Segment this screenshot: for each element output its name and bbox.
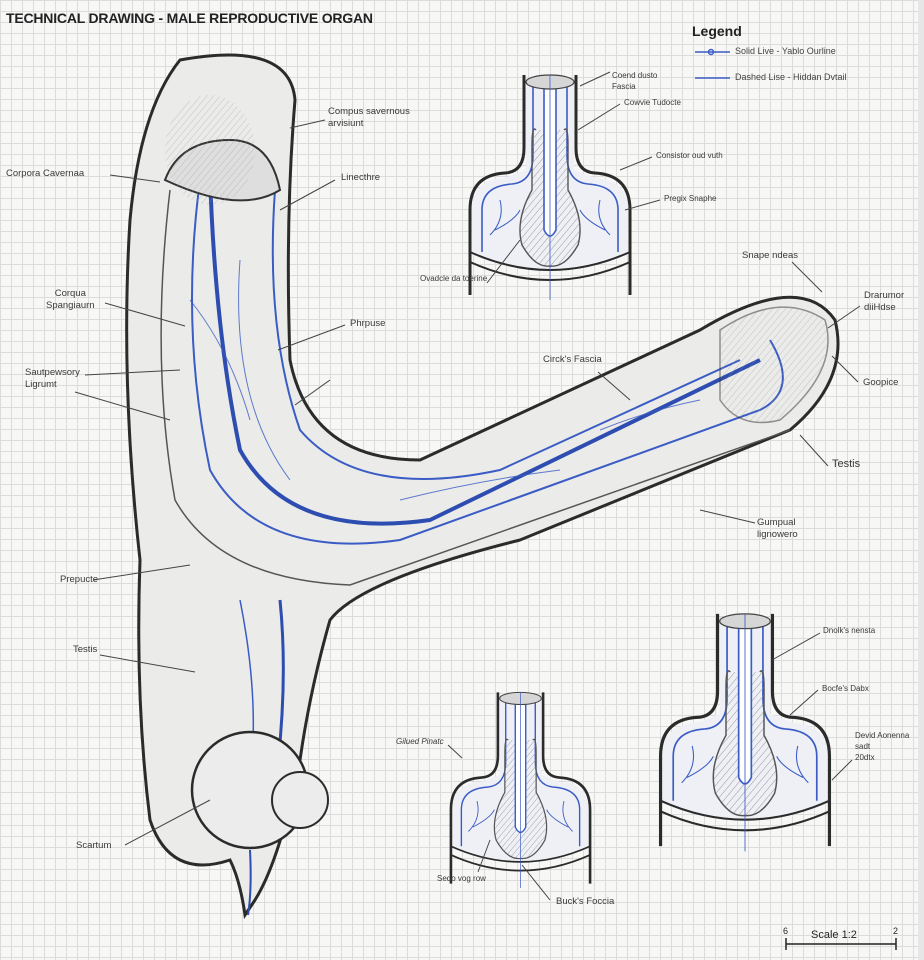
leader-lines <box>74 71 861 901</box>
label-right-section-dabx: Bocfe's Dabx <box>822 684 869 693</box>
label-prepuce-left: Prepucte <box>60 574 99 585</box>
scale-left-value: 6 <box>783 926 789 936</box>
label-top-section-consistor: Consistor oud vuth <box>656 151 723 160</box>
label-urethra: Linecthre <box>341 172 381 183</box>
label-prepuce-top: Phrpuse <box>350 318 386 329</box>
cross-section-bottom-right <box>658 612 832 854</box>
scale-right-value: 2 <box>893 926 899 936</box>
main-organ-illustration <box>125 53 840 920</box>
label-line: lignowero <box>757 529 798 540</box>
label-mid-section-bucks-fascia: Buck's Foccia <box>556 896 615 907</box>
cross-section-bottom-mid <box>449 690 592 888</box>
page-title: TECHNICAL DRAWING - MALE REPRODUCTIVE OR… <box>6 10 373 26</box>
label-line: Drarumor <box>864 290 905 301</box>
label-line: arvisiunt <box>328 118 364 129</box>
label-line: Fascia <box>612 82 636 91</box>
label-line: sadt <box>855 742 871 751</box>
label-scrotum: Scartum <box>76 840 112 851</box>
label-line: diiHdse <box>864 302 896 313</box>
label-right-section-devid: Devid Aonenna sadt 20dtx <box>855 730 909 763</box>
label-top-section-raphe: Pregix Snaphe <box>664 194 717 203</box>
label-mid-section-sedo: Sedo vog row <box>437 874 486 883</box>
label-line: Coend dusto <box>612 71 658 80</box>
legend-title: Legend <box>692 23 742 39</box>
label-testis-right: Testis <box>832 458 861 470</box>
label-line: 20dtx <box>855 753 875 762</box>
page-edge <box>918 0 924 960</box>
label-top-section-tunica: Cowvie Tudocte <box>624 98 681 107</box>
label-line: Sautpewsory <box>25 367 80 378</box>
legend-swatches <box>695 48 730 79</box>
label-line: Devid Aonenna <box>855 731 910 740</box>
label-testis-left: Testis <box>73 644 98 655</box>
label-snape-ndeas: Snape ndeas <box>742 250 798 261</box>
label-line: Compus savernous <box>328 106 410 117</box>
scale-bar <box>785 938 897 950</box>
label-top-section-ovadcle: Ovadcle da toerine <box>420 274 488 283</box>
label-line: Ligrumt <box>25 379 57 390</box>
label-colles-fascia: Circk's Fascia <box>543 354 602 365</box>
label-right-section-nensta: Dnolk's nensta <box>823 626 876 635</box>
label-mid-section-pinatc: Gilued Pinatc <box>396 737 444 746</box>
label-line: Spangiaurn <box>46 300 95 311</box>
label-goopice: Goopice <box>863 377 899 388</box>
legend-item-solid: Solid Live - Yablo Ourline <box>735 46 836 56</box>
label-line: Gumpual <box>757 517 796 528</box>
cross-section-top <box>468 73 632 300</box>
label-line: Corqua <box>54 288 86 299</box>
label-corpora-cavernosa: Corpora Cavernaa <box>6 168 85 179</box>
legend-item-dashed: Dashed Lise - Hiddan Dvtail <box>735 72 847 82</box>
scale-label: Scale 1:2 <box>811 929 857 941</box>
